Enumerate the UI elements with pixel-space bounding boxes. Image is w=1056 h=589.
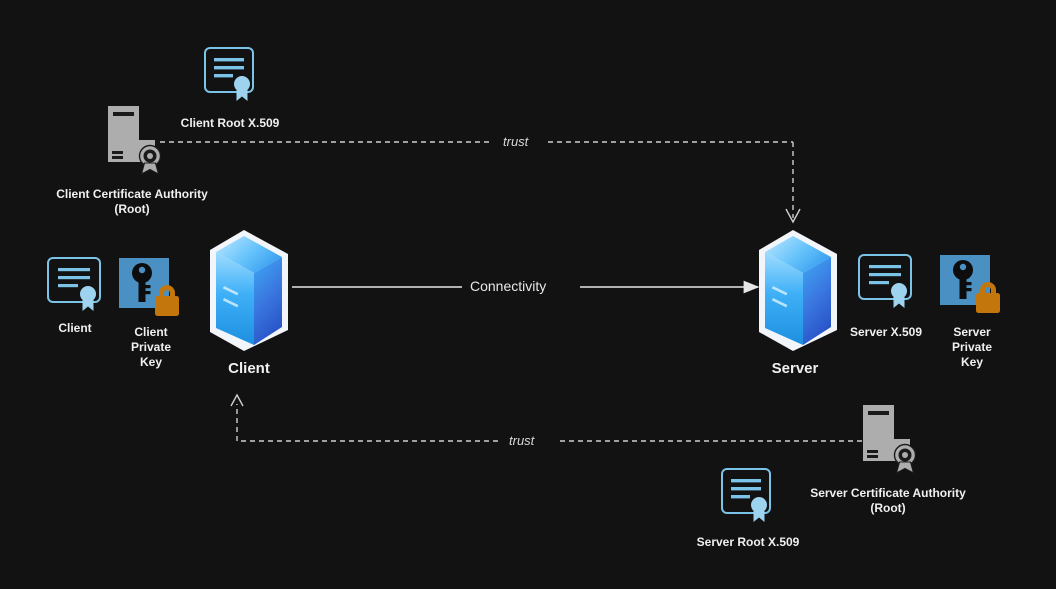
certificate-icon (858, 254, 912, 308)
node-server-ca[interactable] (858, 403, 922, 480)
label-client-private-key: Client Private Key (130, 325, 172, 369)
edge-trust-top (160, 141, 801, 224)
node-client[interactable] (206, 228, 292, 358)
server-tower-icon (759, 230, 837, 351)
label-server-ca: Server Certificate Authority (Root) (810, 486, 966, 515)
edge-label-connectivity: Connectivity (466, 278, 551, 294)
node-server-root-cert[interactable] (719, 466, 777, 533)
private-key-icon (119, 258, 179, 316)
label-server-private-key: Server Private Key (951, 325, 993, 369)
label-client-root-cert: Client Root X.509 (180, 116, 280, 130)
node-client-ca[interactable] (103, 104, 167, 181)
node-server-private-key[interactable] (940, 255, 1008, 320)
private-key-icon (940, 255, 1000, 313)
edge-label-trust-bottom: trust (505, 433, 539, 448)
certificate-icon (47, 257, 101, 311)
node-server[interactable] (755, 228, 841, 358)
edge-label-trust-top: trust (499, 134, 533, 149)
node-client-private-key[interactable] (119, 258, 187, 323)
certificate-icon (204, 47, 254, 101)
certificate-icon (721, 468, 771, 522)
label-client-cert: Client (58, 321, 92, 335)
node-client-cert[interactable] (46, 256, 104, 319)
server-tower-icon (210, 230, 288, 351)
certificate-authority-server-icon (108, 106, 162, 176)
certificate-authority-server-icon (863, 405, 917, 475)
label-client: Client (228, 360, 270, 377)
node-client-root-cert[interactable] (202, 45, 260, 112)
node-server-cert[interactable] (857, 253, 915, 316)
label-server-root-cert: Server Root X.509 (696, 535, 800, 549)
label-server-cert: Server X.509 (849, 325, 923, 339)
edge-trust-bottom (230, 393, 862, 442)
label-client-ca: Client Certificate Authority (Root) (56, 187, 208, 216)
label-server: Server (771, 360, 819, 377)
